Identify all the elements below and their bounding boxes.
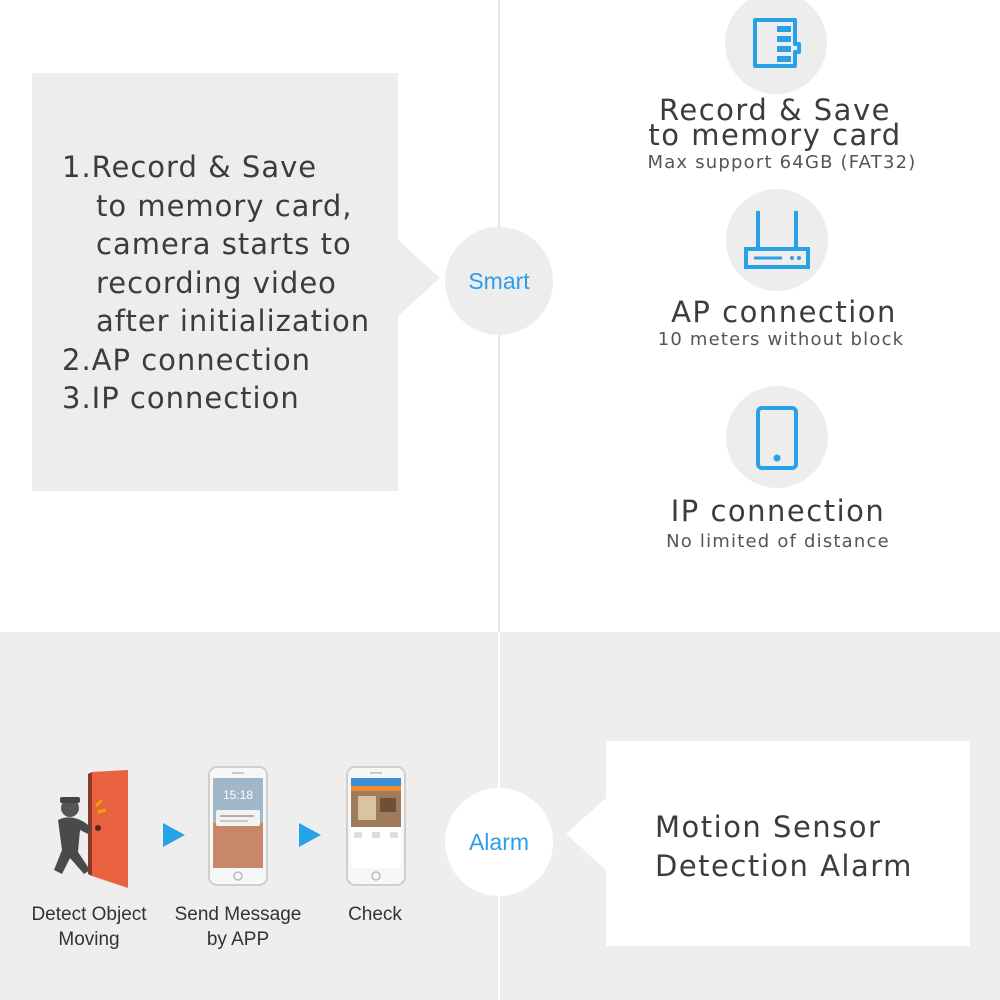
flow-step-check bbox=[346, 766, 406, 890]
feature-subtitle: 10 meters without block bbox=[657, 329, 905, 350]
phone-icon bbox=[756, 406, 798, 470]
flow-label-line: Send Message bbox=[174, 904, 302, 925]
feature-subtitle: Max support 64GB (FAT32) bbox=[647, 152, 917, 173]
smart-badge-label: Smart bbox=[468, 267, 530, 294]
flow-label: Detect Object Moving bbox=[20, 902, 158, 952]
alarm-badge: Alarm bbox=[445, 788, 553, 896]
list-item: 3.IP connection bbox=[62, 381, 300, 415]
flow-label-line: Detect Object bbox=[31, 904, 147, 925]
list-item: to memory card, bbox=[96, 188, 353, 223]
list-item: 1.Record & Save bbox=[62, 150, 318, 184]
alarm-card-text: Motion Sensor Detection Alarm bbox=[655, 808, 913, 885]
feature-title-line: Record & Save bbox=[659, 93, 891, 127]
feature-title-line: IP connection bbox=[670, 494, 886, 528]
list-item: after initialization bbox=[96, 304, 371, 338]
flow-step-detect bbox=[40, 770, 132, 892]
intruder-door-icon bbox=[54, 770, 128, 888]
smart-badge: Smart bbox=[445, 227, 553, 335]
phone-icon-circle bbox=[726, 386, 828, 488]
list-item: camera starts to bbox=[96, 227, 352, 261]
flow-step-send: 15:18 bbox=[208, 766, 268, 890]
memory-card-icon bbox=[753, 18, 801, 68]
flow-label-line: Check bbox=[348, 904, 402, 925]
feature-title-line: AP connection bbox=[671, 295, 897, 329]
alarm-card-line: Motion Sensor bbox=[655, 810, 882, 844]
phone-notification-icon bbox=[208, 766, 268, 886]
smart-feature-list: 1.Record & Save to memory card, camera s… bbox=[62, 148, 392, 418]
flow-label-line: Moving bbox=[58, 929, 120, 950]
feature-title: AP connection bbox=[554, 295, 1000, 329]
feature-title: IP connection bbox=[548, 494, 1000, 528]
list-item: recording video bbox=[96, 265, 337, 300]
router-icon-circle bbox=[726, 189, 828, 291]
flow-label-line: by APP bbox=[206, 929, 270, 950]
alarm-badge-label: Alarm bbox=[468, 828, 530, 855]
router-icon bbox=[744, 211, 810, 269]
list-item: 2.AP connection bbox=[62, 342, 311, 377]
flow-arrow-icon bbox=[163, 823, 185, 847]
alarm-card-pointer bbox=[566, 798, 606, 870]
flow-label: Send Message by APP bbox=[168, 902, 308, 952]
phone-app-icon bbox=[346, 766, 406, 886]
feature-subtitle: No limited of distance bbox=[666, 531, 890, 552]
flow-arrow-icon bbox=[299, 823, 321, 847]
alarm-info-card bbox=[606, 741, 970, 946]
feature-title: Record & Save to memory card bbox=[545, 93, 1000, 152]
flow-label: Check bbox=[320, 902, 430, 927]
alarm-card-line: Detection Alarm bbox=[655, 848, 913, 883]
smart-card-pointer bbox=[398, 240, 440, 316]
phone-clock: 15:18 bbox=[222, 788, 254, 802]
smart-info-card bbox=[32, 73, 398, 491]
feature-title-line: to memory card bbox=[648, 118, 902, 152]
memory-card-icon-circle bbox=[725, 0, 827, 94]
